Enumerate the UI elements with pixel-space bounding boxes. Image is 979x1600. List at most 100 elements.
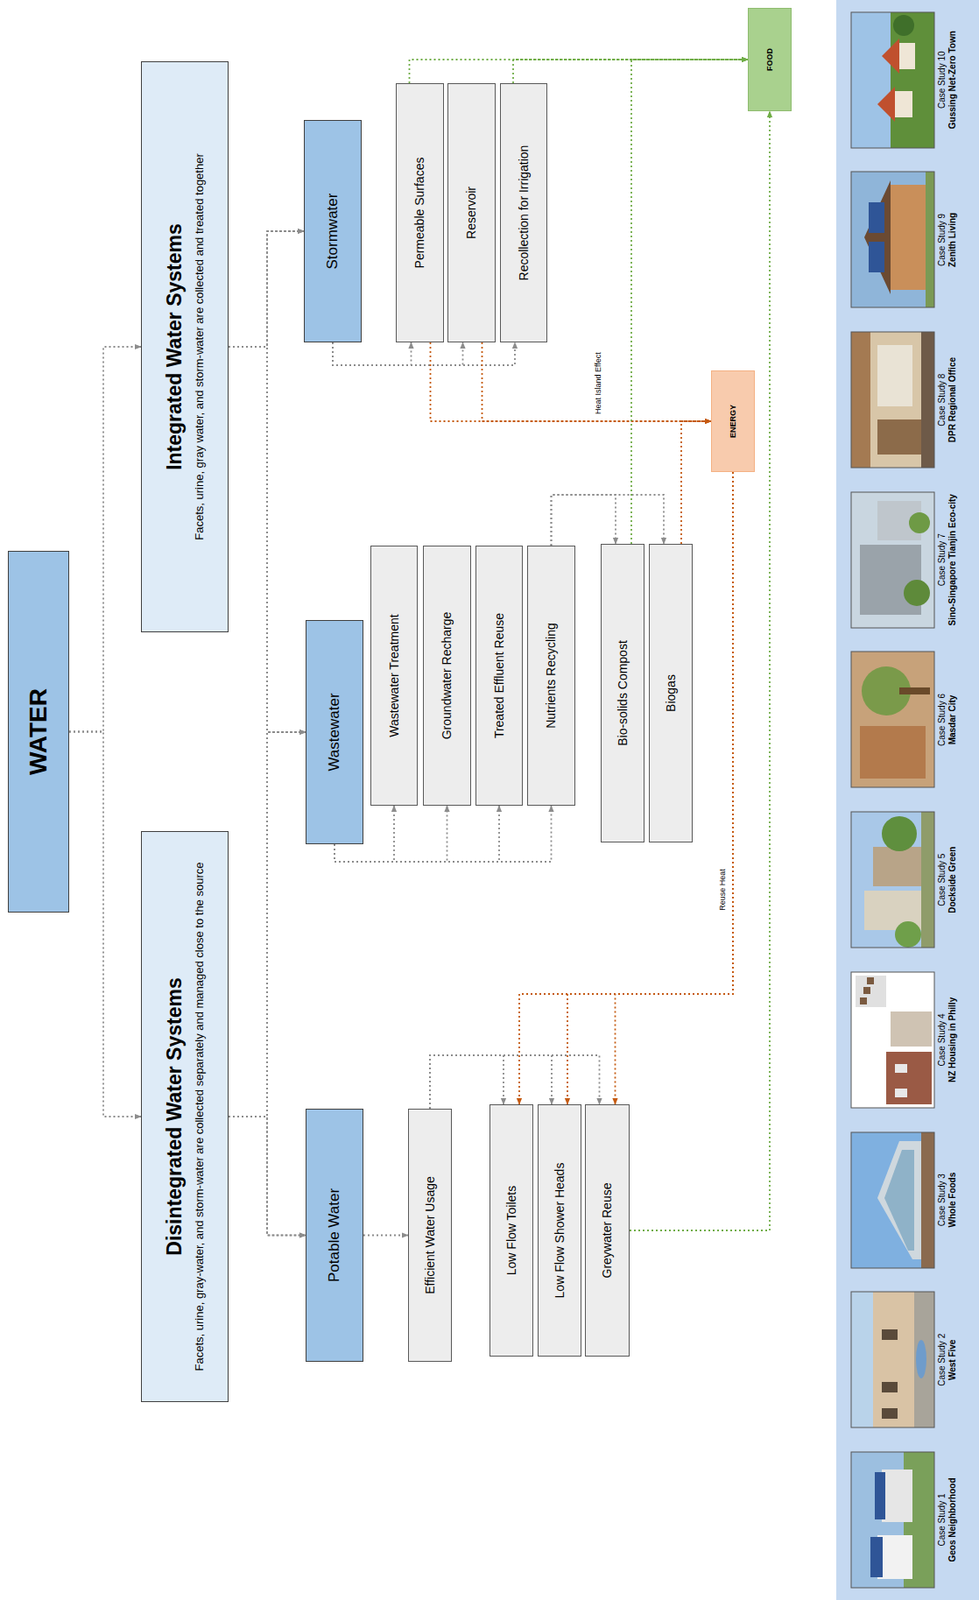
- box-title: ENERGY: [728, 404, 739, 438]
- dotted-connector: [332, 342, 464, 366]
- dotted-connector: [228, 231, 304, 347]
- box-title: Permeable Surfaces: [412, 157, 428, 269]
- dotted-connector: [430, 342, 712, 422]
- case-study-number: Case Study 8: [936, 331, 948, 468]
- case-study-name: Gussing Net-Zero Town: [947, 12, 958, 148]
- box-title: WATER: [23, 688, 54, 775]
- dotted-connector: [551, 494, 665, 546]
- system-box: Disintegrated Water Systems Facets, urine…: [140, 831, 229, 1402]
- process-box: Greywater Reuse: [584, 1104, 630, 1357]
- case-study-number: Case Study 7: [936, 492, 948, 628]
- dotted-connector: [513, 59, 748, 84]
- box-title: Low Flow Toilets: [504, 1185, 520, 1275]
- root-box: WATER: [7, 550, 70, 913]
- dotted-connector: [228, 346, 306, 733]
- case-study-number: Case Study 9: [936, 171, 948, 308]
- photo: [851, 1132, 935, 1268]
- box-title: Potable Water: [325, 1188, 344, 1282]
- dotted-connector: [429, 1055, 552, 1109]
- process-box: Efficient Water Usage: [408, 1108, 452, 1362]
- photo: [851, 811, 935, 948]
- dotted-connector: [332, 342, 412, 366]
- case-study-name: Dockside Green: [947, 811, 958, 948]
- system-box: Integrated Water Systems Facets, urine, g…: [140, 61, 229, 633]
- process-box: Nutrients Recycling: [527, 545, 576, 806]
- process-box: Treated Effluent Reuse: [475, 545, 523, 806]
- dotted-connector: [409, 59, 749, 84]
- dotted-connector: [551, 494, 617, 546]
- box-title: Groundwater Recharge: [439, 612, 455, 740]
- box-title: Biogas: [663, 674, 679, 712]
- dotted-connector: [482, 342, 712, 422]
- photo: [851, 492, 935, 628]
- case-study-number: Case Study 10: [936, 12, 948, 148]
- case-study-name: Masdar City: [947, 652, 958, 789]
- process-box: Recollection for Irrigation: [500, 83, 548, 343]
- photo: [851, 331, 935, 468]
- output-box: FOOD: [747, 7, 792, 112]
- box-title: Treated Effluent Reuse: [492, 612, 508, 739]
- category-box: Wastewater: [305, 619, 364, 845]
- box-title: Wastewater Treatment: [387, 613, 402, 737]
- process-box: Low Flow Shower Heads: [537, 1104, 582, 1357]
- dotted-connector: [363, 1234, 409, 1237]
- case-study-number: Case Study 2: [936, 1291, 948, 1428]
- case-study-number: Case Study 3: [936, 1132, 948, 1268]
- dotted-connector: [334, 805, 552, 862]
- case-study-name: NZ Housing in Philly: [947, 971, 958, 1108]
- case-study-number: Case Study 4: [936, 971, 948, 1108]
- case-study-number: Case Study 5: [936, 811, 948, 948]
- box-title: Disintegrated Water Systems: [162, 977, 188, 1255]
- case-study-number: Case Study 1: [936, 1451, 948, 1588]
- dotted-connector: [429, 1055, 600, 1109]
- box-title: Wastewater: [325, 692, 344, 771]
- box-title: Recollection for Irrigation: [516, 145, 532, 282]
- case-study-name: Zenith Living: [947, 171, 958, 308]
- case-study-name: West Five: [947, 1291, 958, 1428]
- case-study-name: DPR Regional Office: [947, 331, 958, 468]
- process-box: Biogas: [648, 543, 693, 843]
- process-box: Groundwater Recharge: [422, 545, 472, 806]
- box-description: Facets, urine, gray-water, and storm-wat…: [192, 862, 207, 1372]
- photo: [851, 171, 935, 308]
- dotted-connector: [69, 346, 141, 733]
- box-title: Efficient Water Usage: [422, 1176, 438, 1295]
- box-title: Bio-solids Compost: [615, 640, 631, 747]
- category-box: Potable Water: [305, 1108, 364, 1362]
- process-box: Wastewater Treatment: [370, 545, 418, 806]
- connector-label: Heat Island Effect: [593, 350, 604, 416]
- box-title: FOOD: [765, 48, 775, 71]
- photo: [851, 971, 935, 1108]
- process-box: Bio-solids Compost: [600, 543, 645, 843]
- dotted-connector: [519, 471, 733, 1105]
- process-box: Reservoir: [447, 83, 496, 343]
- case-study-name: Geos Neighborhood: [947, 1451, 958, 1588]
- box-title: Nutrients Recycling: [543, 622, 559, 729]
- dotted-connector: [332, 342, 515, 366]
- case-study-name: Whole Foods: [947, 1132, 958, 1268]
- dotted-connector: [681, 421, 712, 544]
- dotted-connector: [228, 231, 304, 1117]
- photo: [851, 1291, 935, 1428]
- photo: [851, 1451, 935, 1588]
- connector-label: Reuse Heat: [718, 866, 728, 913]
- box-title: Stormwater: [323, 193, 342, 270]
- output-box: ENERGY: [711, 370, 755, 472]
- dotted-connector: [228, 732, 306, 1117]
- box-title: Reservoir: [464, 186, 479, 240]
- dotted-connector: [429, 1055, 504, 1109]
- case-study-number: Case Study 6: [936, 652, 948, 789]
- dotted-connector: [629, 111, 770, 1231]
- photo: [851, 651, 935, 788]
- box-title: Greywater Reuse: [599, 1183, 615, 1279]
- case-study-name: Sino-Singapore Tianjin Eco-city: [947, 492, 958, 628]
- box-description: Facets, urine, gray water, and storm-wat…: [192, 153, 207, 541]
- dotted-connector: [567, 471, 733, 1105]
- dotted-connector: [69, 732, 141, 1118]
- photo: [851, 12, 935, 148]
- process-box: Permeable Surfaces: [395, 83, 444, 343]
- dotted-connector: [228, 346, 306, 1236]
- box-title: Low Flow Shower Heads: [552, 1162, 568, 1299]
- box-title: Integrated Water Systems: [162, 223, 188, 471]
